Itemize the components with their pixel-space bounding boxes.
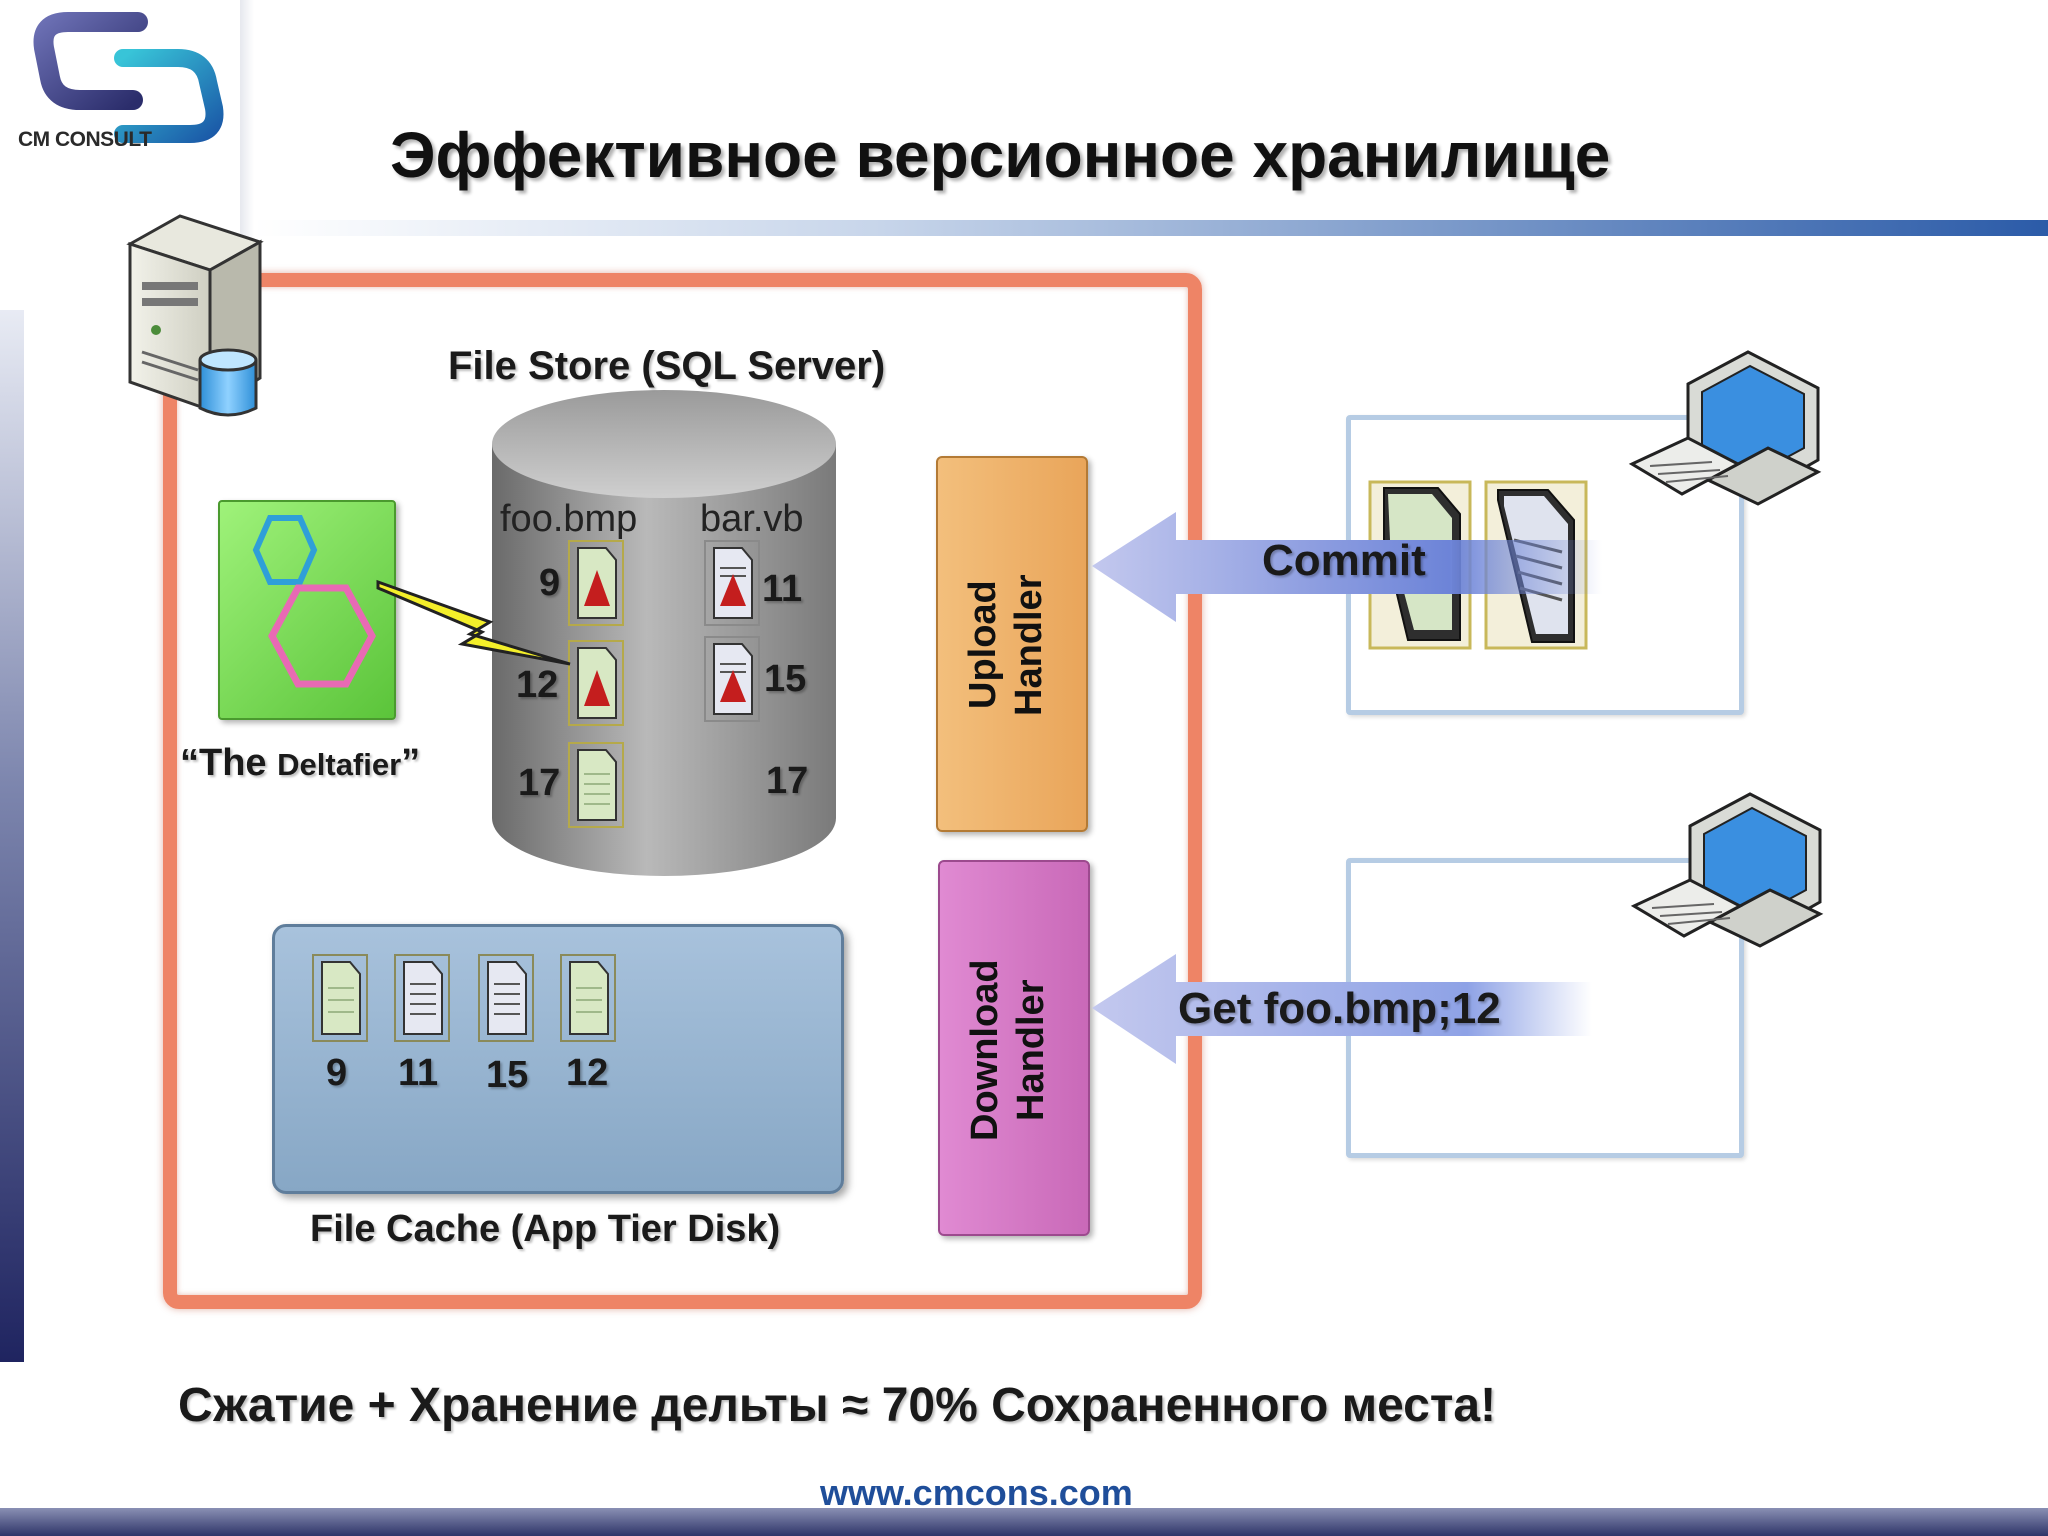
cache-version-label: 11: [398, 1052, 439, 1094]
deltafier-label-prefix: “The: [180, 742, 278, 784]
page-title: Эффективное версионное хранилище: [390, 119, 1611, 191]
binary-file-icon: [312, 954, 368, 1042]
upload-handler-line2: Handler: [1008, 574, 1050, 716]
upload-handler: [936, 456, 1088, 832]
text-file-icon: [478, 954, 534, 1042]
download-handler: [938, 860, 1090, 1236]
get-request-label: Get foo.bmp;12: [1178, 984, 1501, 1033]
bitmap-file-icon: [568, 540, 624, 626]
download-handler-label: Download Handler: [962, 900, 1062, 1200]
download-handler-line1: Download: [964, 959, 1006, 1141]
workstation-icon: [1628, 350, 1822, 506]
text-file-icon: [704, 636, 760, 722]
website-link[interactable]: www.cmcons.com: [820, 1472, 1133, 1513]
savings-summary: Сжатие + Хранение дельты ≈ 70% Сохраненн…: [178, 1379, 1497, 1432]
logo-text: CM CONSULT: [18, 128, 152, 151]
store-file-name-foo: foo.bmp: [500, 498, 638, 540]
text-file-icon: [394, 954, 450, 1042]
store-bar-version-label: 11: [762, 568, 803, 610]
upload-handler-line1: Upload: [962, 580, 1004, 710]
server-database-icon: [126, 214, 264, 417]
workstation-icon: [1630, 792, 1824, 948]
binary-file-icon: [560, 954, 616, 1042]
download-handler-line2: Handler: [1010, 979, 1052, 1121]
cache-version-label: 12: [566, 1052, 609, 1094]
cache-version-label: 15: [486, 1054, 529, 1096]
store-foo-version-label: 17: [518, 762, 561, 804]
binary-file-icon: [568, 742, 624, 828]
lightning-icon: [376, 579, 571, 666]
deltafier-label: “The Deltafier”: [180, 742, 420, 785]
logo-icon: [33, 12, 224, 143]
store-bar-version-label: 17: [766, 760, 809, 802]
header-rule: [254, 220, 2048, 236]
deltafier-label-name: Deltafier: [277, 747, 402, 782]
file-store-label: File Store (SQL Server): [448, 344, 886, 388]
store-file-name-bar: bar.vb: [700, 498, 804, 540]
hexagon-icon: [252, 515, 376, 688]
text-file-icon: [704, 540, 760, 626]
store-bar-version-label: 15: [764, 658, 807, 700]
bitmap-file-icon: [568, 640, 624, 726]
get-request-arrow: [1092, 954, 1592, 1064]
store-foo-version-label: 12: [516, 664, 559, 706]
app-tier-frame: [163, 273, 1202, 1309]
upload-handler-label: Upload Handler: [960, 500, 1060, 790]
file-cache-label: File Cache (App Tier Disk): [310, 1208, 781, 1250]
store-foo-version-label: 9: [539, 562, 561, 604]
left-accent-bar: [0, 310, 24, 1362]
logo-divider: [240, 0, 254, 240]
commit-label: Commit: [1262, 536, 1426, 585]
commit-arrow: [1092, 512, 1602, 622]
cache-version-label: 9: [326, 1052, 348, 1094]
deltafier-label-suffix: ”: [401, 742, 421, 784]
bottom-bar: [0, 1508, 2048, 1536]
